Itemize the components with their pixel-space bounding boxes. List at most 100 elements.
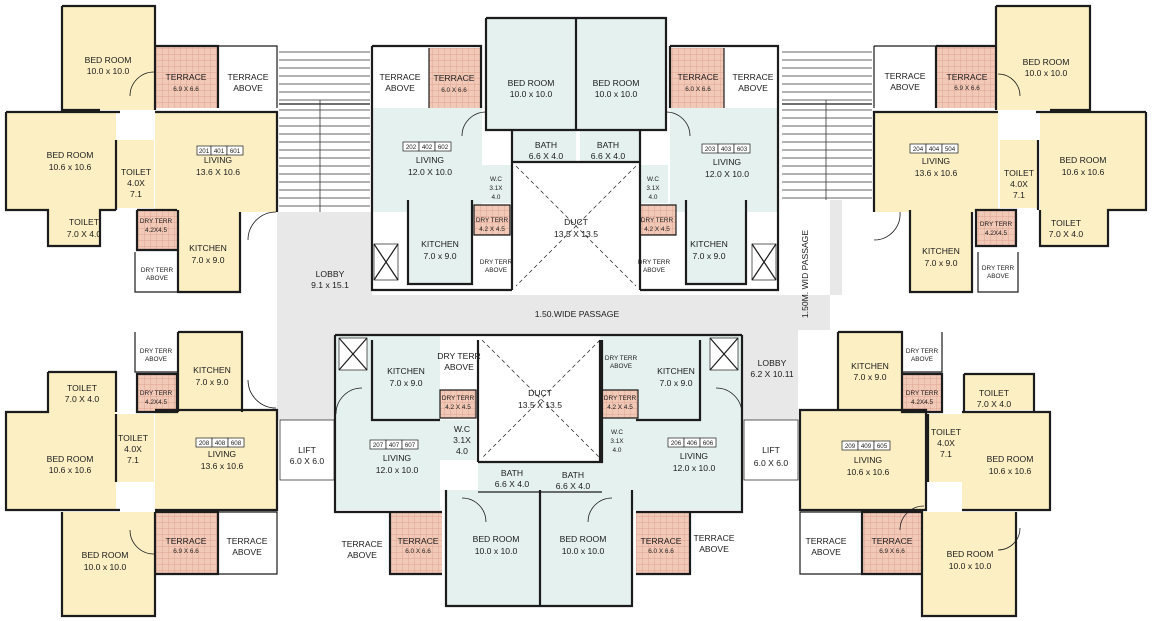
room-size: 4.2X4.5 [985,230,1007,237]
unit-number: 206 [671,440,682,447]
unit-number: 402 [422,144,433,151]
room-label: BATH [597,140,619,150]
lobby-right-size: 6.2 X 10.11 [750,369,794,379]
unit-number: 407 [389,442,400,449]
room-size: 6.6 X 4.0 [495,479,530,489]
unit-top-right [872,4,1148,294]
room-label: DRY TERR [442,395,475,402]
room-label: TOILET [118,433,149,443]
room-label: DRY TERR [638,259,671,266]
room-label: DRY TERR [605,355,638,362]
room-label: ABOVE [233,83,263,93]
room-label: KITCHEN [657,366,695,376]
room-label: DRY TERR [140,348,173,355]
unit-number: 607 [405,442,416,449]
room-label: KITCHEN [851,361,889,371]
unit-number: 601 [230,148,241,155]
unit-number: 409 [861,443,872,450]
room-size: 4.0 [456,446,468,456]
room-size: 3.1X [646,185,660,192]
room-label: BATH [562,470,584,480]
lift-right-label: LIFT [762,445,780,455]
room-label: ABOVE [911,356,933,363]
unit-number: 209 [845,443,856,450]
unit-number: 403 [721,146,732,153]
room-label: ABOVE [987,273,1009,280]
room-label: ABOVE [738,83,768,93]
room-label: DRY TERR [140,218,173,225]
room-label: ABOVE [145,356,167,363]
room-label: TERRACE [871,536,912,546]
room-label: TERRACE [677,72,718,82]
unit-number: 608 [231,440,242,447]
room-size: 7.0 X 4.0 [67,229,102,239]
room-label: BED ROOM [47,454,94,464]
room-label: LIVING [680,451,708,461]
room-label: TOILET [121,167,152,177]
room-size: 10.0 x 10.0 [562,546,605,556]
room-size: 7.0 x 9.0 [196,377,229,387]
room-label: TERRACE [732,72,773,82]
room-label: KITCHEN [387,366,425,376]
unit-number: 203 [705,146,716,153]
room-size: 7.1 [1013,190,1025,200]
room-size: 4.0 [613,447,622,454]
staircase-left [279,51,370,212]
room-label: BED ROOM [1023,57,1070,67]
room-size: 10.6 x 10.6 [1062,167,1105,177]
room-size: 7.0 x 9.0 [693,251,726,261]
room-label: TERRACE [946,72,987,82]
room-size: 6.9 X 6.6 [173,548,199,555]
room-size: 12.0 x 10.0 [673,463,716,473]
room-label: TOILET [69,217,100,227]
room-label: TOILET [1051,218,1082,228]
room-label: TERRACE [433,73,474,83]
unit-number: 207 [373,442,384,449]
room-size: 7.0 X 4.0 [65,394,100,404]
room-label: TERRACE [226,536,267,546]
room-size: 6.6 X 4.0 [556,481,591,491]
room-label: TERRACE [165,72,206,82]
unit-numbers-bc1: 207 407 607 [369,439,419,450]
unit-number: 204 [913,146,924,153]
room-label: DRY TERR [480,259,513,266]
room-label: W.C [611,429,623,436]
room-size: 6.9 X 6.6 [879,548,905,555]
unit-bottom-right [798,330,1052,618]
room-size: 7.0 x 9.0 [925,258,958,268]
room-label: LIVING [204,155,232,165]
unit-number: 202 [406,144,417,151]
room-size: 6.0 X 6.6 [685,86,711,93]
lift-right-size: 6.0 X 6.0 [754,458,789,468]
unit-number: 201 [199,148,210,155]
room-size: 4.0X [127,178,145,188]
labels-common: LOBBY 9.1 x 15.1 LOBBY 6.2 X 10.11 1.50.… [290,217,810,468]
room-label: LIVING [922,156,950,166]
room-label: TOILET [931,427,962,437]
lift-left-label: LIFT [298,445,316,455]
room-size: 4.2 X 4.5 [479,226,505,233]
room-label: BATH [535,140,557,150]
room-size: 10.0 x 10.0 [87,66,130,76]
room-size: 6.6 X 4.0 [591,151,626,161]
room-label: ABOVE [610,363,632,370]
room-label: TOILET [67,383,98,393]
room-size: 4.2X4.5 [911,399,933,406]
room-label: LIVING [854,455,882,465]
room-label: ABOVE [643,267,665,274]
room-size: 3.1X [489,185,503,192]
room-label: TERRACE [884,71,925,81]
lobby-right-label: LOBBY [758,358,787,368]
